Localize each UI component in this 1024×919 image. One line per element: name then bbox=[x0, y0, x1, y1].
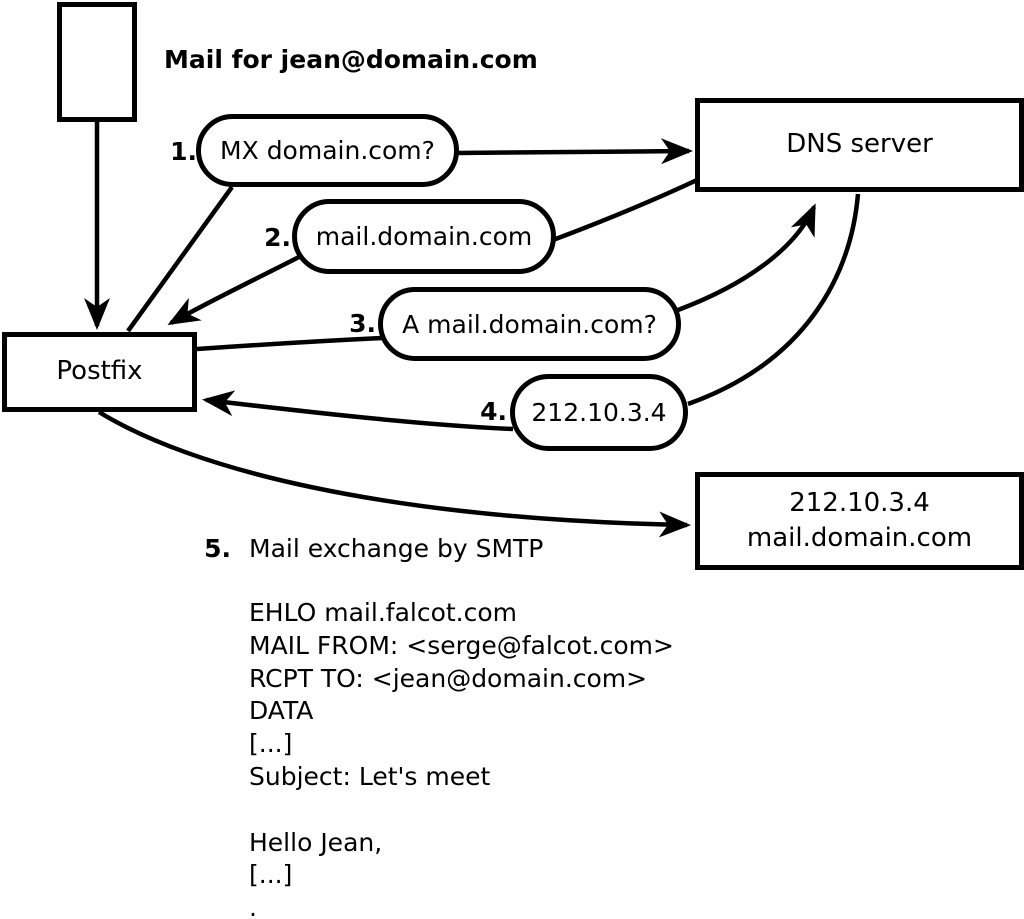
smtp-line-rcpt-to: RCPT TO: <jean@domain.com> bbox=[249, 663, 648, 693]
query-pill-mx: MX domain.com? bbox=[196, 114, 459, 187]
smtp-line-subject: Subject: Let's meet bbox=[249, 761, 491, 791]
query1-pill-to-dns-arrow bbox=[454, 138, 693, 165]
step5-label: Mail exchange by SMTP bbox=[249, 534, 544, 563]
smtp-postfix-to-mailserver-arrow bbox=[97, 410, 691, 538]
answer-pill-mailhost: mail.domain.com bbox=[292, 199, 556, 274]
mail-envelope-node bbox=[57, 2, 137, 122]
step-number-4: 4. bbox=[480, 397, 507, 426]
answer-pill-mailhost-label: mail.domain.com bbox=[315, 222, 533, 251]
smtp-line-mail-from: MAIL FROM: <serge@falcot.com> bbox=[249, 630, 674, 660]
step-number-3: 3. bbox=[349, 309, 376, 338]
mail-server-ip: 212.10.3.4 bbox=[789, 488, 930, 518]
step-number-5: 5. bbox=[204, 534, 231, 563]
query3-postfix-to-pill-line bbox=[196, 335, 383, 352]
query3-pill-to-dns-arrow bbox=[677, 203, 817, 313]
answer4-dns-to-pill-line bbox=[687, 193, 861, 407]
postfix-node-label: Postfix bbox=[56, 356, 143, 387]
query-pill-mx-label: MX domain.com? bbox=[220, 136, 435, 165]
query-pill-a-record: A mail.domain.com? bbox=[378, 287, 681, 361]
step-number-1: 1. bbox=[170, 137, 197, 166]
answer2-pill-to-postfix-arrow bbox=[167, 254, 301, 325]
mail-server-node: 212.10.3.4 mail.domain.com bbox=[695, 472, 1024, 570]
query-pill-a-record-label: A mail.domain.com? bbox=[402, 309, 657, 339]
mail-server-node-label: 212.10.3.4 mail.domain.com bbox=[747, 486, 972, 556]
smtp-line-ellipsis-2: [...] bbox=[249, 860, 293, 890]
smtp-transcript: EHLO mail.falcot.com MAIL FROM: <serge@f… bbox=[249, 597, 729, 919]
step-number-2: 2. bbox=[264, 223, 291, 252]
answer2-dns-to-pill-line bbox=[552, 177, 698, 243]
smtp-line-data: DATA bbox=[249, 696, 314, 726]
answer4-pill-to-postfix-arrow bbox=[202, 390, 514, 432]
smtp-line-ehlo: EHLO mail.falcot.com bbox=[249, 598, 518, 627]
annotation-mail-for: Mail for jean@domain.com bbox=[164, 45, 538, 74]
answer-pill-ip-label: 212.10.3.4 bbox=[531, 398, 667, 427]
mail-server-hostname: mail.domain.com bbox=[746, 523, 973, 553]
postfix-node: Postfix bbox=[2, 332, 197, 412]
dns-server-node: DNS server bbox=[695, 98, 1024, 192]
dns-server-node-label: DNS server bbox=[786, 129, 933, 160]
query1-postfix-to-pill-line bbox=[126, 185, 234, 333]
smtp-line-end-dot: . bbox=[249, 893, 257, 919]
smtp-line-hello: Hello Jean, bbox=[249, 827, 383, 857]
answer-pill-ip: 212.10.3.4 bbox=[510, 374, 688, 451]
smtp-line-ellipsis-1: [...] bbox=[249, 729, 293, 759]
smtp-line-blank bbox=[249, 794, 729, 827]
